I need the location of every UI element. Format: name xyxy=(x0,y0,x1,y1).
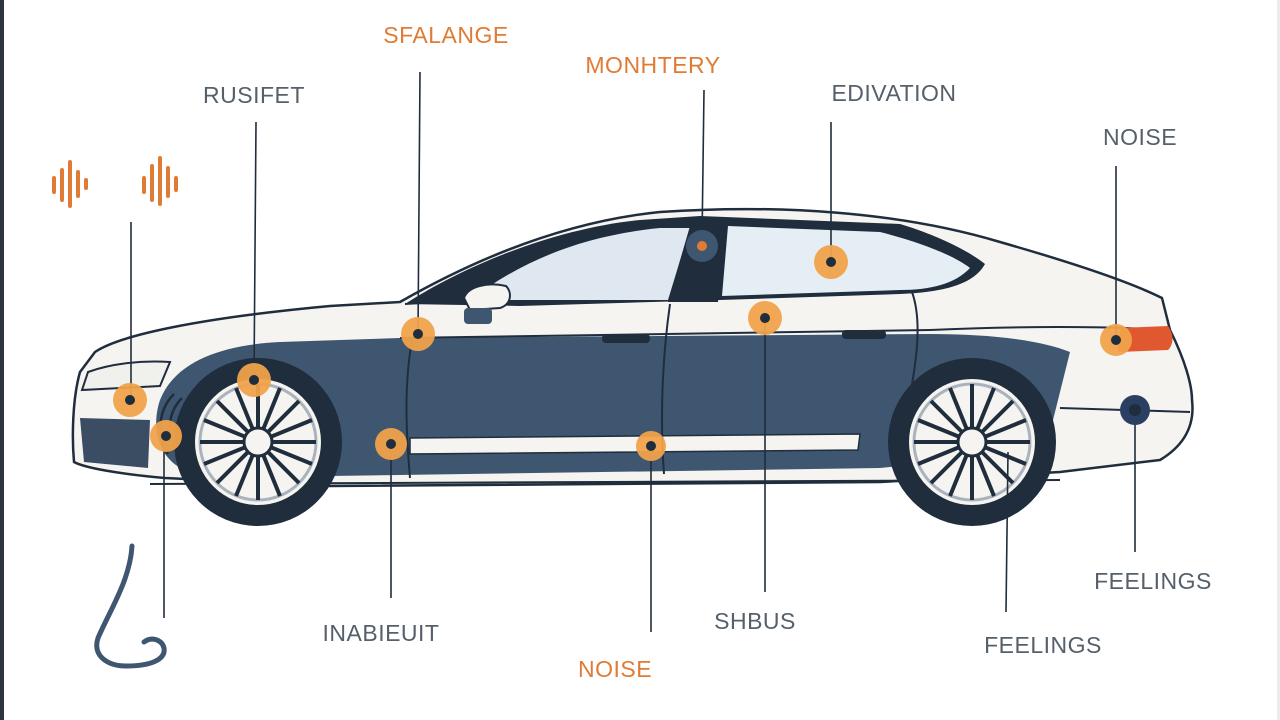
leader-line xyxy=(1005,451,1009,613)
left-border xyxy=(0,0,4,720)
marker-dot xyxy=(113,383,147,417)
markers xyxy=(113,230,1150,461)
leader-lines xyxy=(130,71,1136,632)
label-sfalange: SFALANGE xyxy=(383,22,509,48)
marker-dot xyxy=(375,428,407,460)
label-shbus: SHBUS xyxy=(714,608,796,634)
label-inabieuit: INABIEUIT xyxy=(322,620,440,646)
label-noise-top: NOISE xyxy=(1102,124,1178,150)
right-border xyxy=(1277,0,1280,720)
marker-dot xyxy=(686,230,718,262)
rear-wheel xyxy=(888,358,1056,526)
marker-dot xyxy=(237,363,271,397)
nose-icon xyxy=(94,543,167,669)
marker-dot xyxy=(1120,395,1150,425)
leader-line xyxy=(253,121,257,379)
marker-dot xyxy=(636,431,666,461)
front-wheel xyxy=(174,358,342,526)
leader-line xyxy=(701,89,705,241)
marker-dot xyxy=(814,245,848,279)
marker-dot xyxy=(1100,324,1132,356)
label-feelings-right: FEELINGS xyxy=(1094,568,1212,594)
label-rusifet: RUSIFET xyxy=(203,82,305,108)
leader-line xyxy=(417,71,421,335)
label-monhtery: MONHTERY xyxy=(585,52,721,78)
sound-wave-icon xyxy=(142,156,178,206)
label-noise-bottom: NOISE xyxy=(577,656,653,682)
marker-dot xyxy=(150,420,182,452)
label-edivation: EDIVATION xyxy=(831,80,957,106)
label-feelings-left: FEELINGS xyxy=(984,632,1102,658)
marker-dot xyxy=(748,301,782,335)
sound-wave-icon xyxy=(52,160,88,208)
marker-dot xyxy=(401,317,435,351)
